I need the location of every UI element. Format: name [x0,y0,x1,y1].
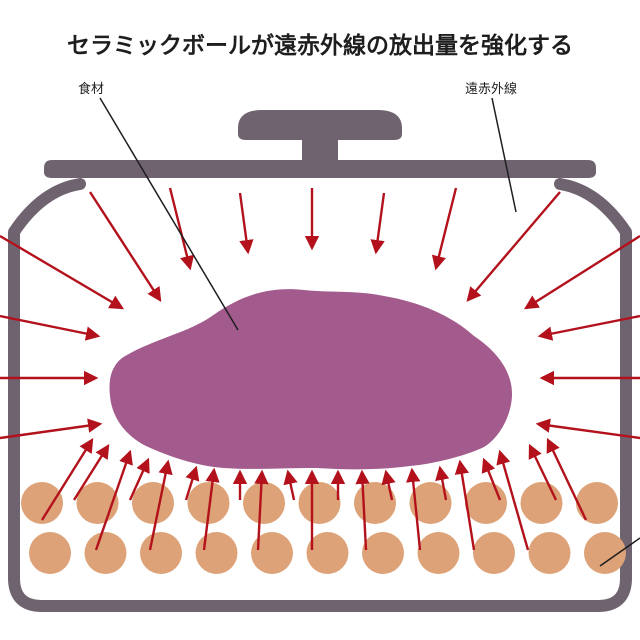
ceramic-ball [584,532,626,574]
far-infrared-arrow [537,314,640,341]
lid-handle [238,110,402,160]
ceramic-ball [29,532,71,574]
ceramic-ball [528,532,571,574]
far-infrared-arrow [0,418,103,440]
far-infrared-label: 遠赤外線 [465,82,518,97]
far-infrared-arrow [94,449,133,551]
ceramic-ball [306,532,349,574]
far-infrared-arrow [202,467,220,551]
ceramic-ball [473,532,515,574]
far-infrared-arrow [184,465,200,501]
ceramic-balls [21,482,626,574]
far-infrared-arrow [40,437,94,521]
ceramic-ball [251,532,293,574]
ceramic-ball [576,482,618,524]
far-infrared-arrow [481,457,502,501]
food-label: 食材 [78,82,105,97]
ceramic-ball [298,482,341,524]
ceramic-ball [417,532,460,574]
ceramic-ball [195,532,238,574]
far-infrared-arrow [535,418,640,440]
diagram-title: セラミックボールが遠赤外線の放出量を強化する [67,33,573,59]
far-infrared-arrow [431,187,458,271]
far-infrared-arrows [0,187,640,551]
far-infrared-arrow [454,459,476,551]
far-infrared-arrow [0,314,101,341]
far-infrared-arrow [381,469,396,501]
pot-lid [44,160,596,178]
ceramic-ball-leader-line [599,537,640,567]
ceramic-ball [243,482,285,524]
ceramic-ball [520,482,563,524]
far-infrared-arrow [283,469,298,501]
far-infrared-arrow [370,192,386,255]
ceramic-ball [84,532,127,574]
far-infrared-arrow [546,437,588,521]
far-infrared-arrow [523,234,640,310]
far-infrared-arrow [88,191,162,303]
far-infrared-arrow [72,443,110,501]
far-infrared-arrow [0,234,125,310]
far-infrared-arrow [168,187,195,271]
far-infrared-arrow [435,465,450,501]
far-infrared-arrow [528,443,558,501]
far-infrared-arrow [496,449,530,551]
ceramic-ball [21,482,63,524]
far-infrared-arrow [406,467,422,551]
far-infrared-arrow [128,457,150,501]
food-leader-line [99,97,239,331]
food-shape [109,289,512,470]
ceramic-ball [465,482,507,524]
ceramic-ball [140,532,182,574]
ceramic-ball [409,482,452,524]
ceramic-ball [187,482,230,524]
far-infrared-arrow [148,459,173,551]
far-infrared-leader-line [491,97,517,213]
pot-body [8,178,632,612]
far-infrared-arrow [238,192,254,255]
far-infrared-arrow [254,469,269,551]
ceramic-ball [362,532,404,574]
ceramic-ball [132,482,174,524]
far-infrared-arrow [466,191,561,302]
far-infrared-arrow [355,469,370,551]
